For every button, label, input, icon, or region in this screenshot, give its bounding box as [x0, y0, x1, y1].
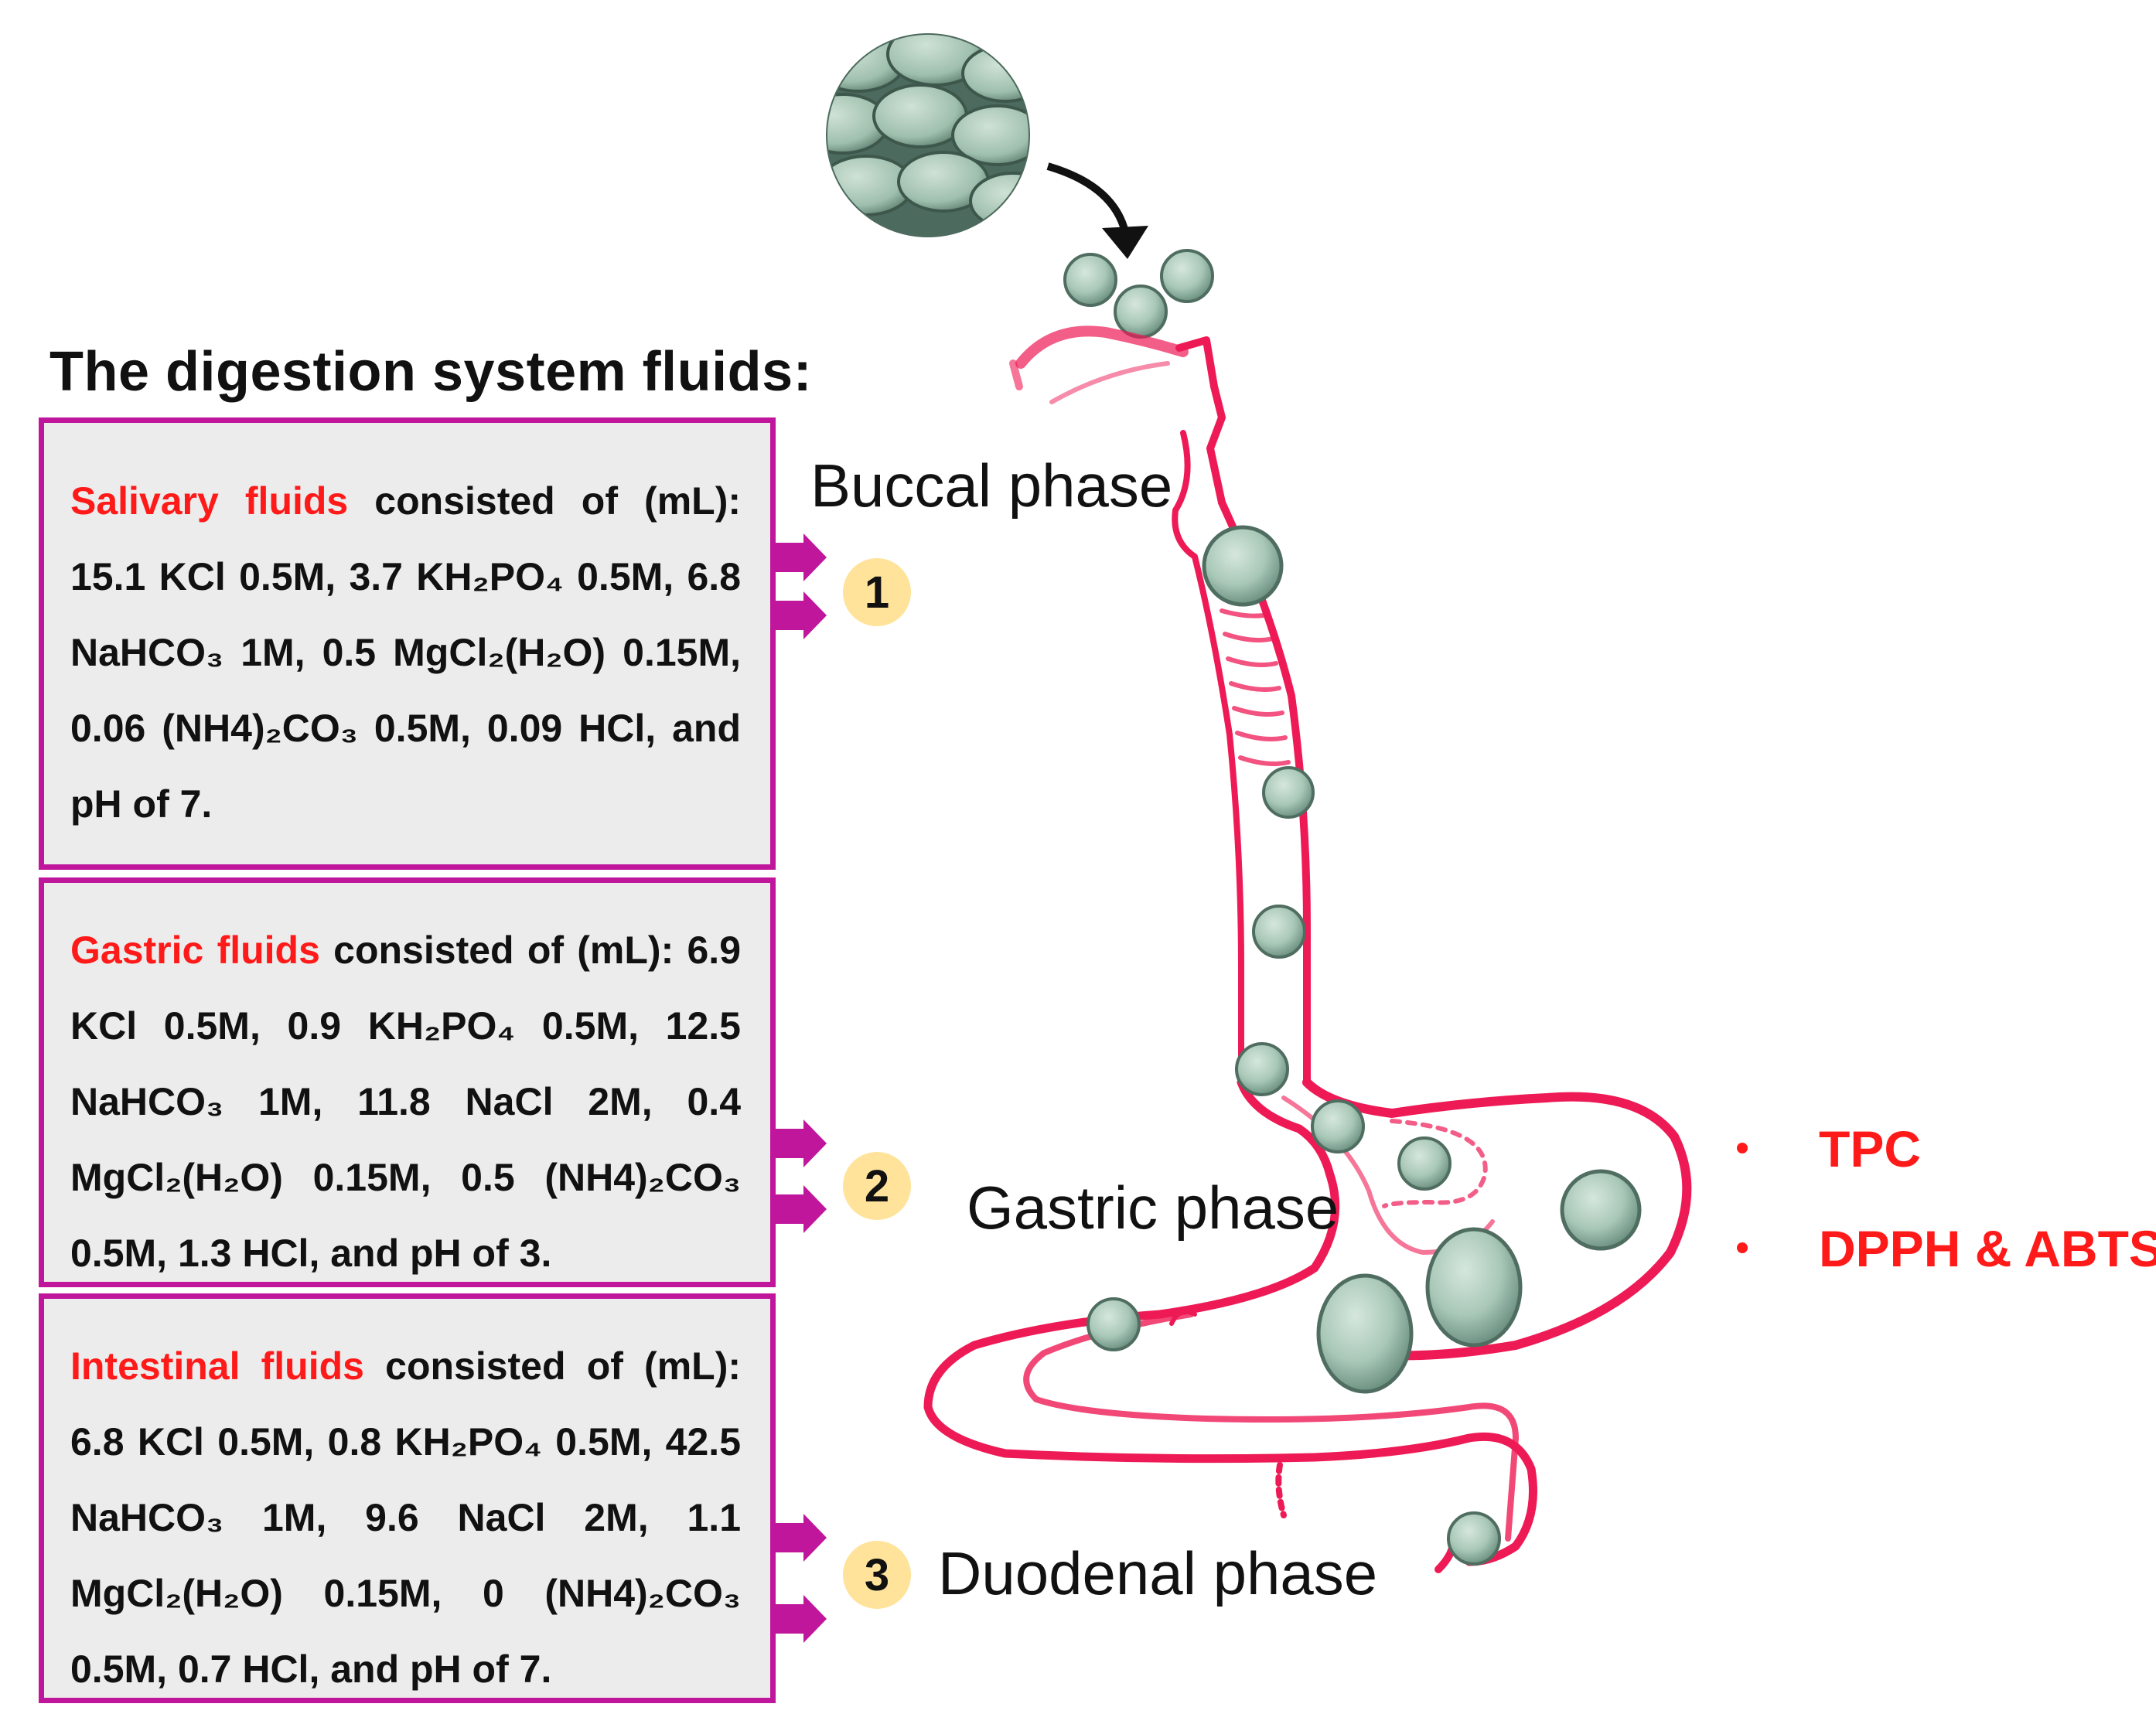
- salivary-fluids-label: Salivary fluids: [70, 479, 349, 523]
- gastric-fluids-label: Gastric fluids: [70, 929, 320, 972]
- duodenal-phase-label: Duodenal phase: [938, 1539, 1378, 1607]
- arrow-right-icon: [776, 1514, 827, 1562]
- step-badge-2: 2: [843, 1152, 911, 1220]
- arrow-right-icon: [776, 1119, 827, 1167]
- tablets-photo: [826, 33, 1030, 237]
- gastric-fluids-text: Gastric fluids consisted of (mL): 6.9 KC…: [70, 912, 741, 1291]
- arrow-right-icon: [776, 1595, 827, 1643]
- salivary-fluids-body: consisted of (mL): 15.1 KCl 0.5M, 3.7 KH…: [70, 479, 742, 826]
- bead-group-mouth: [1063, 249, 1214, 339]
- step-badge-1: 1: [843, 558, 911, 626]
- gastric-fluids-box: Gastric fluids consisted of (mL): 6.9 KC…: [39, 877, 776, 1287]
- assay-bullet: [1737, 1143, 1748, 1153]
- assay-dpph-abts: DPPH & ABTS: [1819, 1220, 2156, 1277]
- intestinal-fluids-box: Intestinal fluids consisted of (mL): 6.8…: [39, 1293, 776, 1703]
- assay-bullet: [1737, 1242, 1748, 1253]
- arrow-right-icon: [776, 533, 827, 581]
- intestinal-fluids-label: Intestinal fluids: [70, 1344, 364, 1388]
- salivary-fluids-box: Salivary fluids consisted of (mL): 15.1 …: [39, 417, 776, 870]
- curved-arrow-icon: [1046, 162, 1129, 233]
- tract-outline: [923, 325, 1692, 1573]
- bead-group-tract: [1087, 525, 1642, 1566]
- intestinal-fluids-body: consisted of (mL): 6.8 KCl 0.5M, 0.8 KH₂…: [70, 1344, 741, 1691]
- gastric-phase-label: Gastric phase: [967, 1174, 1339, 1242]
- assay-tpc: TPC: [1819, 1120, 1921, 1177]
- salivary-fluids-text: Salivary fluids consisted of (mL): 15.1 …: [70, 463, 741, 842]
- diagram-title: The digestion system fluids:: [49, 341, 813, 403]
- arrow-right-icon: [776, 591, 827, 639]
- gastric-fluids-body: consisted of (mL): 6.9 KCl 0.5M, 0.9 KH₂…: [70, 929, 741, 1275]
- step-badge-3: 3: [843, 1541, 911, 1609]
- intestinal-fluids-text: Intestinal fluids consisted of (mL): 6.8…: [70, 1328, 741, 1707]
- arrow-right-icon: [776, 1185, 827, 1233]
- buccal-phase-label: Buccal phase: [810, 451, 1173, 520]
